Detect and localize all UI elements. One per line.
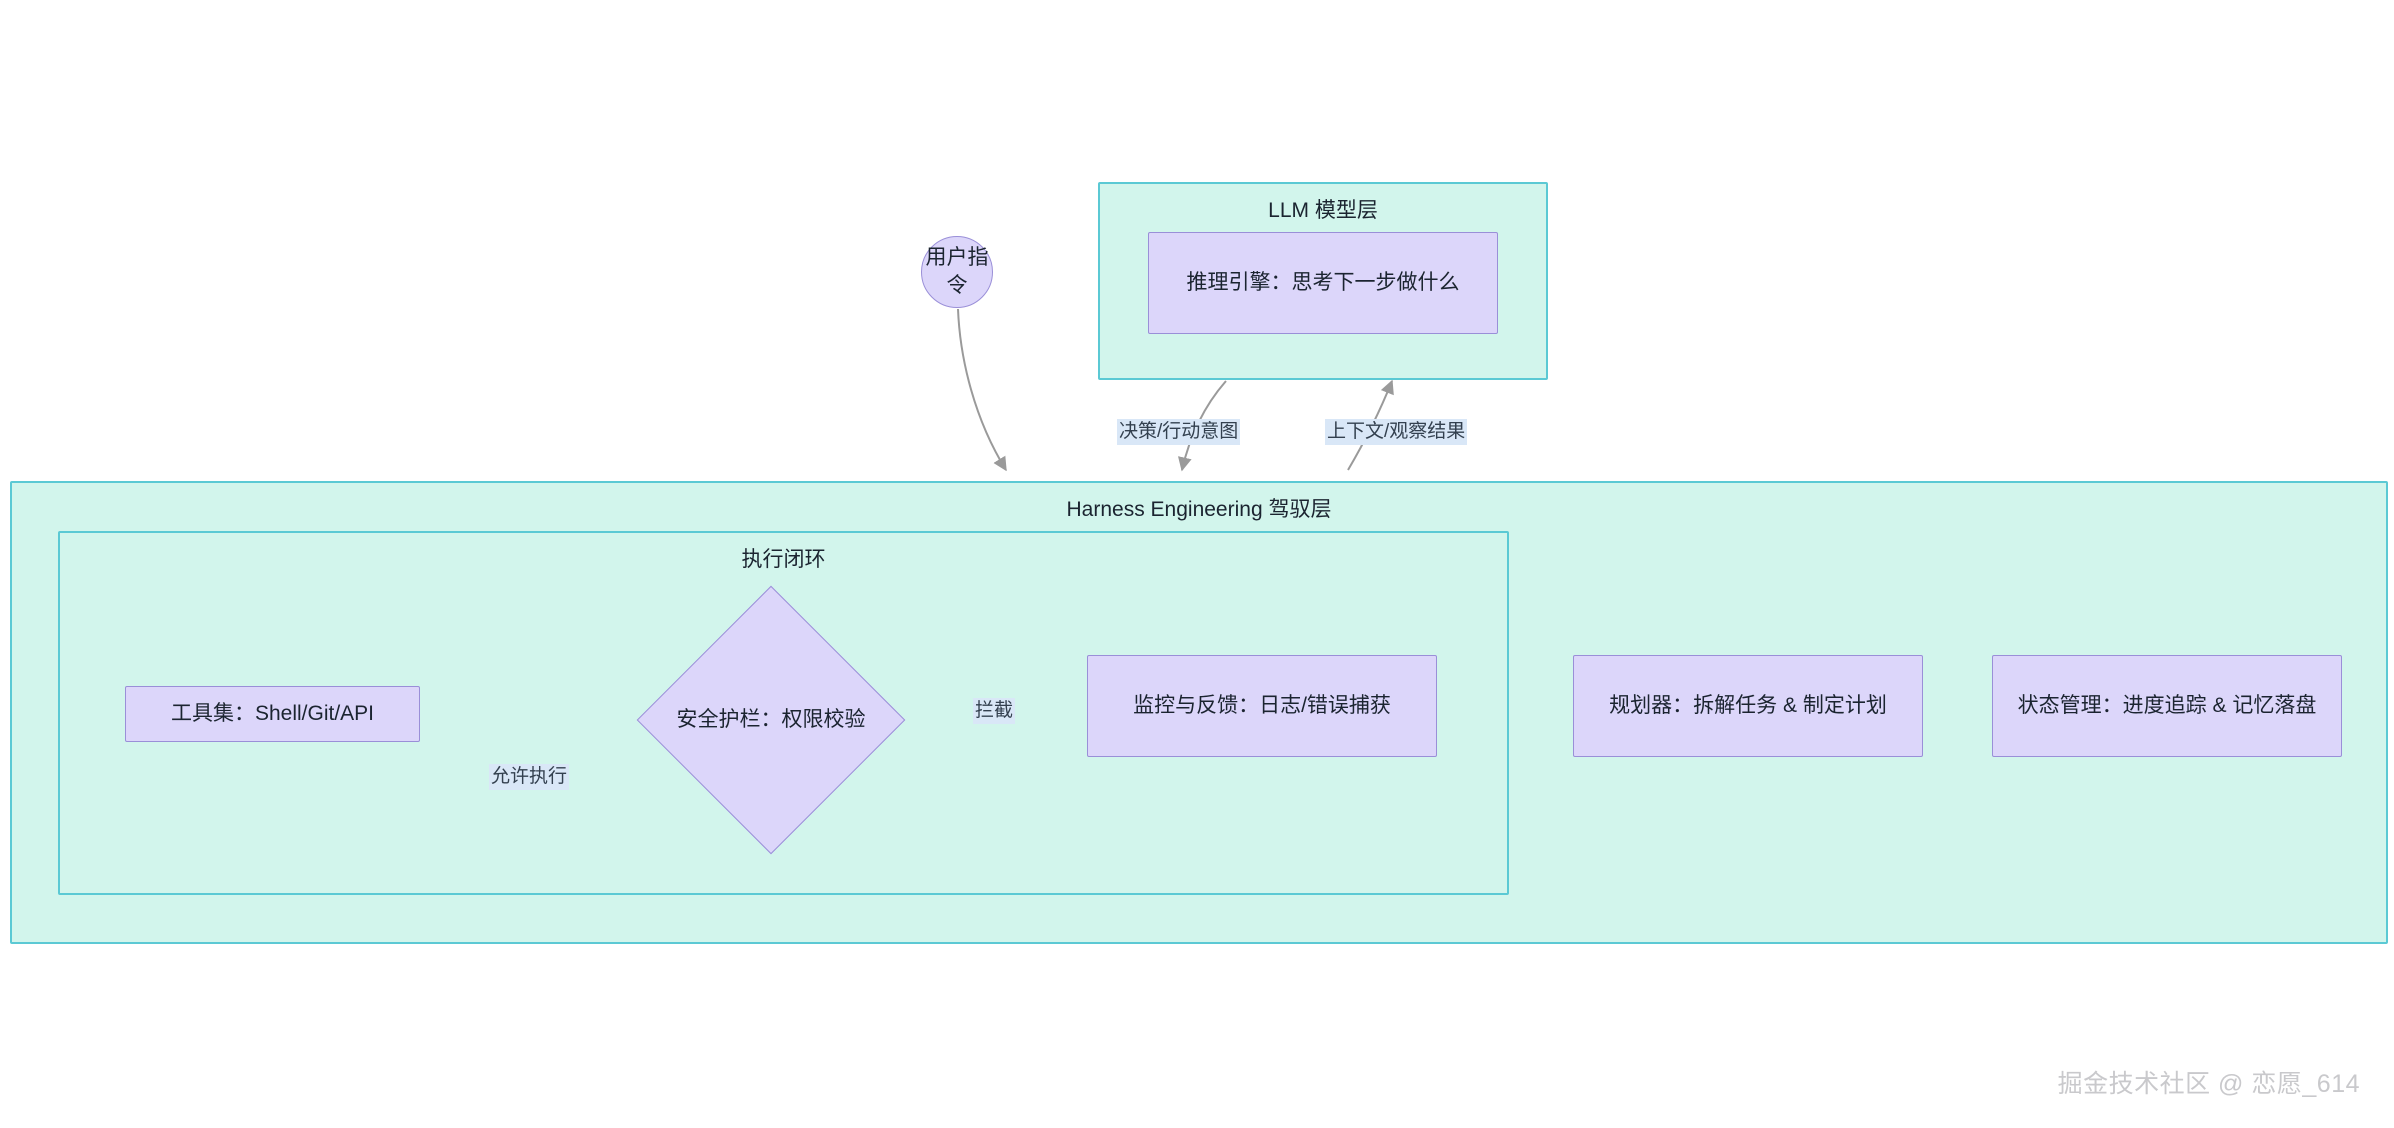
node-user-instruction-label: 用户指令 [925, 246, 989, 297]
node-toolset-label: 工具集：Shell/Git/API [170, 702, 375, 725]
node-reasoning-engine[interactable]: 推理引擎：思考下一步做什么 [1148, 232, 1498, 334]
node-state-management-label: 状态管理：进度追踪 & 记忆落盘 [2017, 694, 2317, 717]
cluster-llm-layer-title: LLM 模型层 [1268, 199, 1378, 222]
edge-label-decision: 决策/行动意图 [1117, 419, 1241, 445]
node-planner-label: 规划器：拆解任务 & 制定计划 [1609, 694, 1887, 717]
node-guardrail[interactable]: 安全护栏：权限校验 [636, 585, 906, 855]
cluster-harness-layer-title: Harness Engineering 驾驭层 [1066, 498, 1332, 521]
node-reasoning-engine-label: 推理引擎：思考下一步做什么 [1186, 271, 1460, 294]
node-state-management[interactable]: 状态管理：进度追踪 & 记忆落盘 [1992, 655, 2342, 757]
watermark: 掘金技术社区 @ 恋愿_614 [2057, 1070, 2360, 1098]
edge-label-allow-execution: 允许执行 [489, 764, 570, 790]
node-user-instruction[interactable]: 用户指令 [921, 236, 993, 308]
node-monitoring-label: 监控与反馈：日志/错误捕获 [1133, 694, 1391, 717]
node-planner[interactable]: 规划器：拆解任务 & 制定计划 [1573, 655, 1923, 757]
node-guardrail-label: 安全护栏：权限校验 [676, 708, 866, 731]
node-monitoring[interactable]: 监控与反馈：日志/错误捕获 [1087, 655, 1437, 757]
edge-label-context: 上下文/观察结果 [1325, 419, 1468, 445]
node-toolset[interactable]: 工具集：Shell/Git/API [125, 686, 420, 742]
edge-label-block: 拦截 [973, 698, 1016, 724]
cluster-execution-loop-title: 执行闭环 [741, 548, 826, 571]
edge-user-to-harness [957, 308, 1007, 472]
